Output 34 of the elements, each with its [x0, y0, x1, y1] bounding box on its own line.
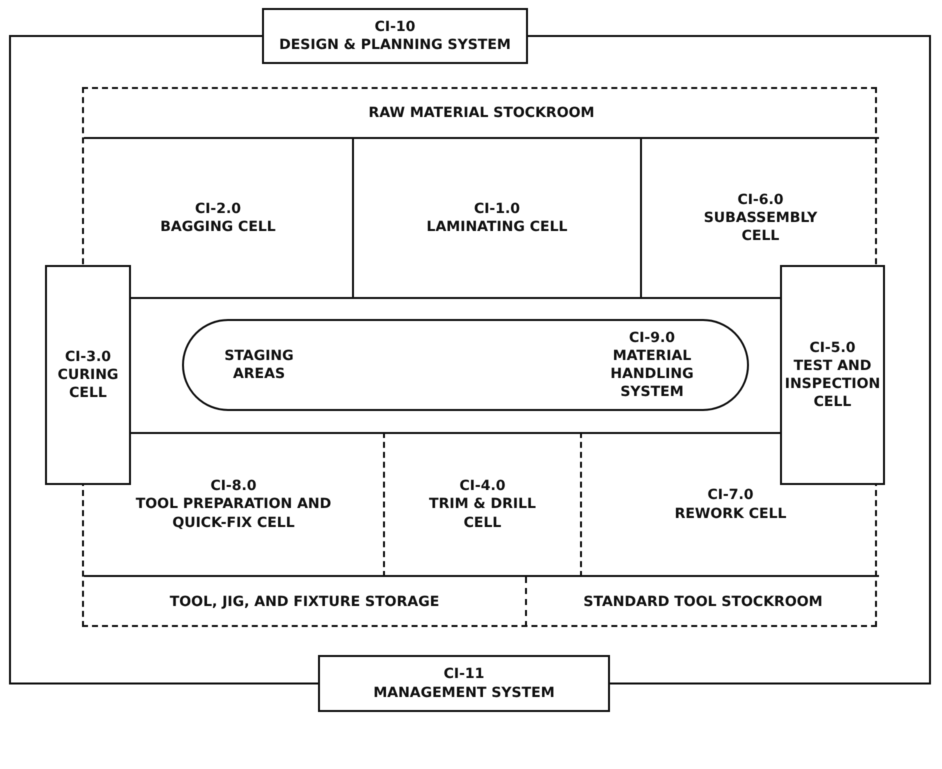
cell-block: [45, 265, 131, 485]
connector-line: [9, 35, 318, 684]
area-label: BAGGING CELL: [160, 218, 276, 236]
item-code: CI-7.0: [707, 486, 754, 504]
cell-area: [385, 432, 582, 577]
item-code: CI-10: [374, 18, 416, 36]
area-label: TEST AND INSPECTION CELL: [784, 356, 882, 412]
system-label: MATERIAL HANDLING SYSTEM: [609, 346, 695, 402]
area-label: STAGING AREAS: [223, 346, 295, 384]
system-box: [318, 655, 610, 712]
area-label: TOOL, JIG, AND FIXTURE STORAGE: [170, 592, 440, 612]
area-label: TOOL PREPARATION AND QUICK-FIX CELL: [134, 495, 332, 532]
item-code: CI-2.0: [194, 200, 242, 218]
connector-line: [528, 35, 931, 684]
item-code: CI-1.0: [474, 200, 520, 218]
area-label: LAMINATING CELL: [426, 218, 568, 236]
system-box: [262, 8, 528, 64]
item-code: CI-9.0: [628, 328, 676, 347]
area-label: DESIGN & PLANNING SYSTEM: [279, 36, 511, 54]
area-label: REWORK CELL: [674, 504, 786, 523]
area-label: CURING CELL: [56, 366, 120, 402]
area-label: SUBASSEMBLY CELL: [702, 208, 818, 246]
item-code: CI-11: [444, 665, 484, 684]
item-code: CI-8.0: [210, 477, 257, 496]
area-label: TRIM & DRILL CELL: [428, 495, 537, 532]
item-code: CI-4.0: [459, 477, 506, 496]
item-code: CI-6.0: [737, 190, 784, 209]
item-code: CI-5.0: [809, 338, 856, 357]
area-label: MANAGEMENT SYSTEM: [373, 684, 555, 702]
cell-block: [780, 265, 885, 485]
cell-area: [354, 139, 642, 299]
item-code: CI-3.0: [64, 348, 112, 366]
area-label: RAW MATERIAL STOCKROOM: [368, 104, 594, 122]
area-label: STANDARD TOOL STOCKROOM: [583, 592, 823, 612]
